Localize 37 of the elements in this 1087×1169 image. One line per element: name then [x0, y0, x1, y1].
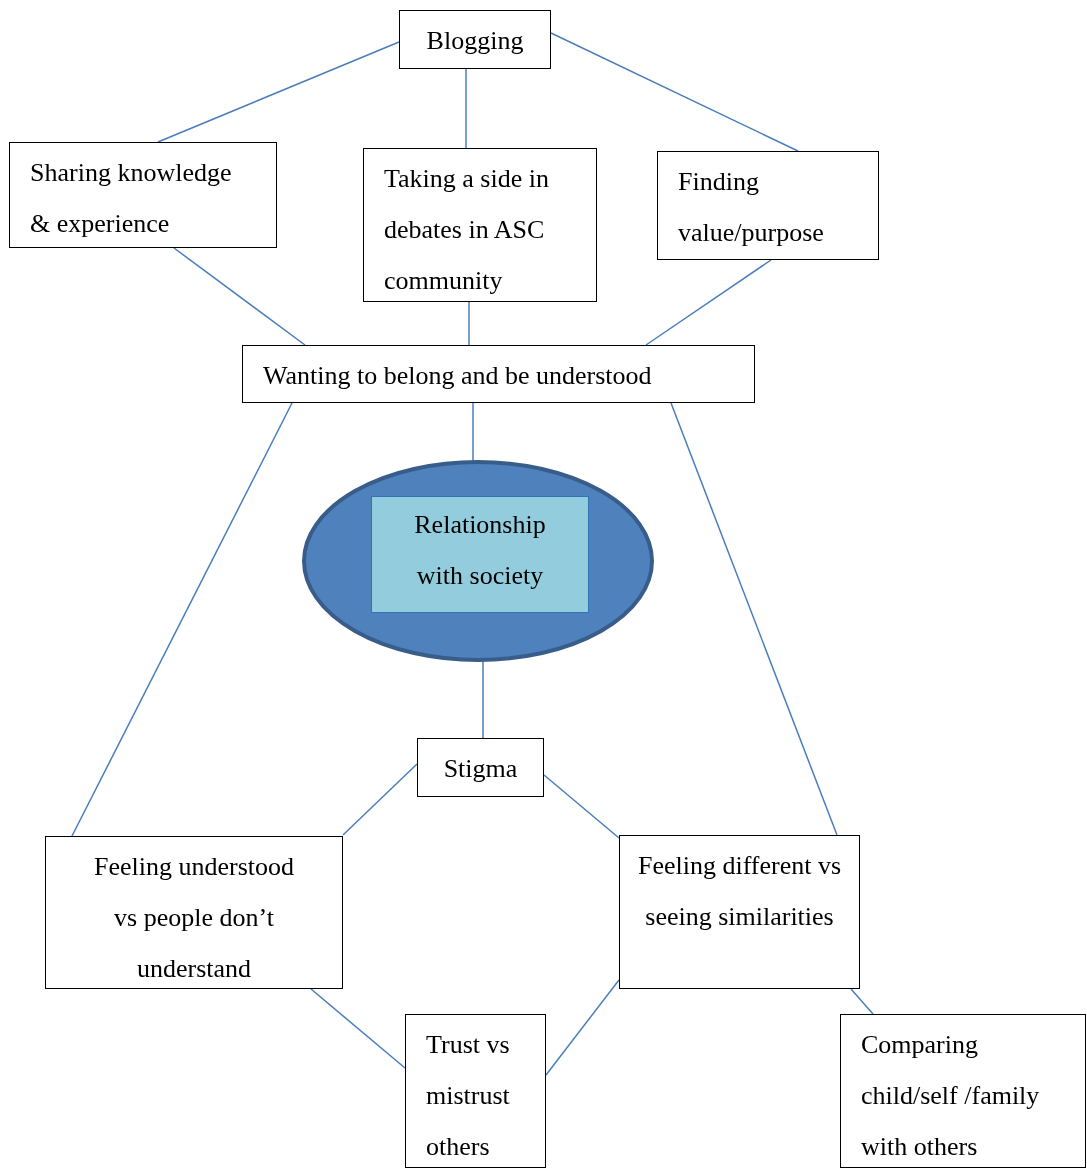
node-label: Blogging	[425, 25, 525, 57]
theme-box	[242, 345, 755, 403]
theme-box	[417, 738, 544, 797]
connector-line	[71, 402, 293, 837]
theme-box	[45, 836, 343, 989]
node-label: Trust vs mistrust others	[426, 1029, 511, 1163]
connector-line	[472, 402, 474, 462]
connector-line	[173, 247, 306, 346]
connector-line	[482, 660, 484, 739]
connector-line	[310, 988, 406, 1069]
node-label: Feeling different vs seeing similarities	[636, 850, 843, 933]
node-label: Stigma	[442, 753, 519, 785]
title-box	[371, 496, 589, 613]
theme-box	[9, 142, 277, 248]
connector-line	[543, 774, 620, 839]
connector-line	[545, 979, 620, 1076]
node-label: Feeling understood vs people don’t understand	[93, 851, 295, 985]
connector-line	[850, 988, 874, 1015]
node-label: Sharing knowledge & experience	[30, 157, 233, 240]
node-label: Wanting to belong and be understood	[263, 360, 653, 392]
connector-line	[645, 259, 772, 346]
node-label: Comparing child/self /family with others	[861, 1029, 1041, 1163]
theme-box	[363, 148, 597, 302]
connector-line	[670, 402, 838, 836]
theme-box	[657, 151, 879, 260]
connector-line	[468, 301, 470, 346]
node-label: Finding value/purpose	[678, 166, 825, 249]
theme-box	[840, 1014, 1086, 1168]
theme-box	[399, 10, 551, 69]
connector-line	[465, 68, 467, 149]
theme-box	[405, 1014, 546, 1168]
connector-line	[550, 32, 799, 152]
node-label: Relationship with society	[413, 509, 547, 592]
connector-line	[342, 763, 418, 836]
connector-line	[157, 41, 400, 143]
node-label: Taking a side in debates in ASC community	[384, 163, 550, 297]
theme-box	[619, 835, 860, 989]
